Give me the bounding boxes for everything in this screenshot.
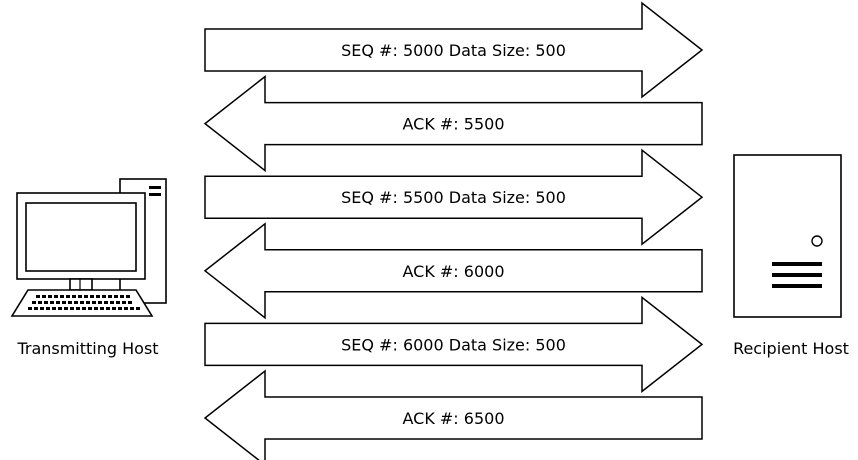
keyboard-key [70, 307, 74, 310]
keyboard-key [116, 301, 120, 304]
keyboard-key [98, 301, 102, 304]
keyboard-key [46, 307, 50, 310]
keyboard-key [74, 301, 78, 304]
keyboard-key [68, 301, 72, 304]
message-label: ACK #: 5500 [402, 115, 504, 134]
keyboard-key [78, 295, 82, 298]
keyboard-key [136, 307, 140, 310]
keyboard-key [112, 307, 116, 310]
keyboard-key [128, 301, 132, 304]
keyboard-key [72, 295, 76, 298]
keyboard-key [32, 301, 36, 304]
keyboard-key [120, 295, 124, 298]
keyboard-key [124, 307, 128, 310]
keyboard-key [108, 295, 112, 298]
desktop-computer-icon [10, 178, 167, 317]
keyboard-key [102, 295, 106, 298]
keyboard-key [60, 295, 64, 298]
keyboard-key [36, 295, 40, 298]
keyboard-key [96, 295, 100, 298]
transmitting-host-label: Transmitting Host [16, 339, 158, 358]
keyboard-key [44, 301, 48, 304]
keyboard-key [126, 295, 130, 298]
keyboard-key [118, 307, 122, 310]
keyboard-key [122, 301, 126, 304]
keyboard-key [100, 307, 104, 310]
keyboard-key [88, 307, 92, 310]
keyboard-key [64, 307, 68, 310]
keyboard-key [62, 301, 66, 304]
keyboard-key [42, 295, 46, 298]
keyboard-key [82, 307, 86, 310]
message-label: ACK #: 6500 [402, 409, 504, 428]
keyboard-key [58, 307, 62, 310]
message-arrow: SEQ #: 5500 Data Size: 500 [204, 148, 704, 246]
keyboard-key [34, 307, 38, 310]
keyboard-key [90, 295, 94, 298]
keyboard-key [48, 295, 52, 298]
keyboard-key [114, 295, 118, 298]
keyboard-key [94, 307, 98, 310]
keyboard-key [38, 301, 42, 304]
keyboard-key [84, 295, 88, 298]
keyboard-key [40, 307, 44, 310]
keyboard-key [28, 307, 32, 310]
keyboard-key [92, 301, 96, 304]
message-label: SEQ #: 5000 Data Size: 500 [341, 41, 566, 60]
keyboard-keys [28, 295, 140, 310]
keyboard-key [86, 301, 90, 304]
keyboard-key [80, 301, 84, 304]
message-label: SEQ #: 5500 Data Size: 500 [341, 188, 566, 207]
message-arrow: ACK #: 6000 [203, 222, 703, 320]
recipient-host-label: Recipient Host [733, 339, 849, 358]
keyboard-key [54, 295, 58, 298]
keyboard-key [52, 307, 56, 310]
keyboard-key [76, 307, 80, 310]
keyboard-key [56, 301, 60, 304]
message-label: ACK #: 6000 [402, 262, 504, 281]
keyboard-key [66, 295, 70, 298]
keyboard-key [106, 307, 110, 310]
message-arrow: SEQ #: 6000 Data Size: 500 [204, 295, 704, 393]
message-arrows: SEQ #: 5000 Data Size: 500 ACK #: 5500 S… [203, 1, 704, 460]
message-arrow: SEQ #: 5000 Data Size: 500 [204, 1, 704, 99]
message-arrow: ACK #: 6500 [203, 369, 703, 460]
message-label: SEQ #: 6000 Data Size: 500 [341, 335, 566, 354]
server-tower-icon [733, 154, 842, 318]
keyboard-key [50, 301, 54, 304]
keyboard-key [104, 301, 108, 304]
keyboard-key [130, 307, 134, 310]
keyboard-key [110, 301, 114, 304]
message-arrow: ACK #: 5500 [203, 75, 703, 173]
